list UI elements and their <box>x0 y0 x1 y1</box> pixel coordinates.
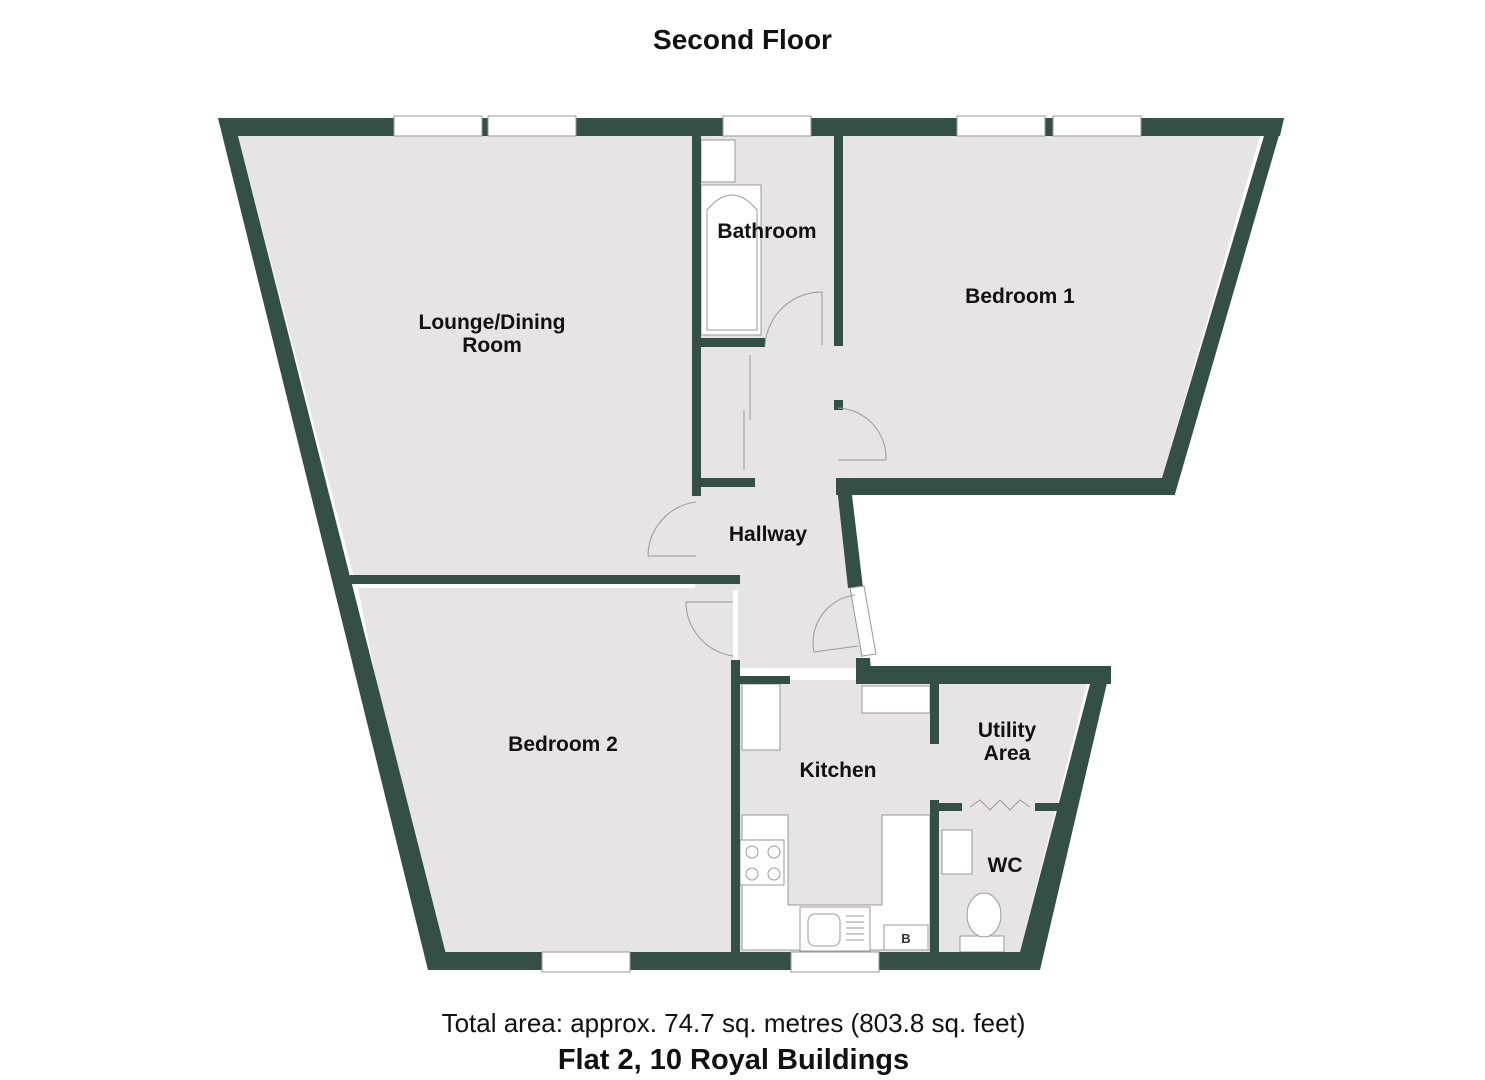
property-address: Flat 2, 10 Royal Buildings <box>557 1044 910 1076</box>
wall-kitchen-top <box>856 666 1111 684</box>
window <box>956 115 1046 137</box>
wall-right-bed1 <box>1162 118 1284 494</box>
window <box>722 115 812 137</box>
walls <box>218 118 1284 970</box>
window <box>790 951 880 973</box>
wall-cupboard-bottom <box>700 478 755 487</box>
room-label-bedroom2: Bedroom 2 <box>508 733 618 756</box>
window <box>849 585 877 657</box>
doors <box>647 291 1031 811</box>
room-label-kitchen: Kitchen <box>799 759 876 782</box>
room-label-wc: WC <box>988 854 1023 877</box>
room-label-hallway: Hallway <box>729 523 808 546</box>
door-external <box>812 594 859 653</box>
room-label-bathroom: Bathroom <box>717 220 816 243</box>
bedroom2-floor <box>358 588 733 952</box>
door-bedroom1 <box>837 407 887 461</box>
wall-wc-top-left <box>930 803 962 811</box>
bathroom-fixtures <box>700 139 1005 953</box>
bedroom1-floor <box>842 136 1260 478</box>
wall-utility-divider <box>930 684 939 744</box>
room-label-bedroom1: Bedroom 1 <box>965 285 1075 308</box>
floor-title: Second Floor <box>653 24 832 55</box>
room-label-utility-line2: Area <box>984 742 1031 765</box>
wall-lounge-bed2 <box>350 575 740 584</box>
door-bedroom2 <box>685 601 734 657</box>
bath <box>700 184 762 336</box>
door-lounge <box>647 501 697 557</box>
wall-lounge-bath <box>692 136 701 496</box>
bath-tub <box>706 194 758 331</box>
toilet-bowl <box>966 892 1002 938</box>
door-wc-bifold <box>969 799 1031 811</box>
kitchen-sink-bowl <box>807 913 841 947</box>
door-bathroom <box>764 291 823 346</box>
hob-ring <box>767 845 781 859</box>
hob-ring <box>767 867 781 881</box>
bathroom-basin <box>700 139 736 183</box>
wc-basin <box>941 829 973 875</box>
windows <box>393 115 1142 973</box>
hob-ring <box>745 867 759 881</box>
wall-wc-left <box>930 800 939 955</box>
kitchen-counter-top-left <box>741 683 781 751</box>
boiler-label: B <box>901 931 910 946</box>
room-label-lounge: Lounge/Dining <box>419 311 566 334</box>
wall-utility-right <box>1020 666 1111 970</box>
wall-bed2-kitchen <box>731 660 740 955</box>
boiler <box>883 924 929 951</box>
window <box>541 951 631 973</box>
room-label-lounge-line2: Room <box>462 334 522 357</box>
toilet-cistern <box>959 935 1005 953</box>
lounge-floor <box>238 136 695 578</box>
cupboard <box>700 348 748 478</box>
wall-bed1-hall <box>834 400 843 410</box>
wall-hall-ext <box>836 478 863 588</box>
wall-bed1-bottom <box>836 478 1175 495</box>
kitchen-fixtures <box>739 683 931 952</box>
wall-bath-bed1 <box>834 136 843 346</box>
window <box>1052 115 1142 137</box>
wall-left <box>218 118 450 970</box>
wall-bath-bottom <box>700 338 765 347</box>
room-label-utility: Utility <box>978 719 1037 742</box>
wall-kitchen-hall <box>738 676 790 684</box>
window <box>393 115 483 137</box>
window <box>487 115 577 137</box>
wall-wc-top-right <box>1035 803 1060 811</box>
kitchen-counter-top-right <box>861 685 931 714</box>
hob-ring <box>745 845 759 859</box>
floor-areas <box>238 136 1260 952</box>
total-area: Total area: approx. 74.7 sq. metres (803… <box>441 1008 1026 1038</box>
